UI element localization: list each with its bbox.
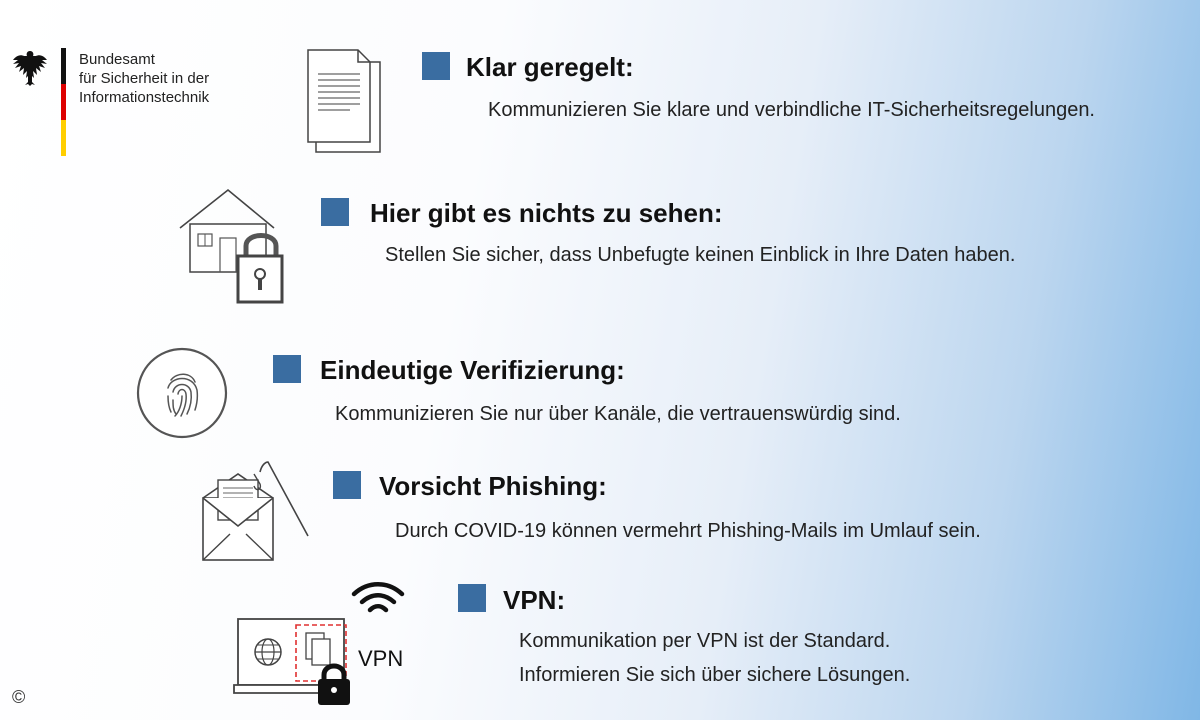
bullet-square [273, 355, 301, 383]
copyright-mark: © [12, 687, 26, 707]
text-klar-geregelt: Kommunizieren Sie klare und verbindliche… [488, 99, 1095, 121]
logo-line: Bundesamt [79, 51, 155, 68]
eagle-icon [13, 51, 47, 86]
phishing-mail-icon [202, 461, 309, 561]
logo-text: Bundesamt für Sicherheit in der Informat… [79, 50, 209, 107]
bullet-square [321, 198, 349, 226]
logo-line: Informationstechnik [79, 89, 210, 106]
text-nichts-zu-sehen: Stellen Sie sicher, dass Unbefugte keine… [385, 244, 1016, 266]
german-flag-bar [61, 48, 66, 156]
text-phishing: Durch COVID-19 können vermehrt Phishing-… [395, 520, 981, 542]
laptop-vpn-icon [233, 618, 350, 705]
vpn-label: VPN [358, 646, 404, 671]
text-verifizierung: Kommunizieren Sie nur über Kanäle, die v… [335, 403, 901, 425]
document-stack-icon [307, 49, 381, 153]
flag-black [61, 48, 66, 84]
text-vpn-line1: Kommunikation per VPN ist der Standard. [519, 630, 891, 652]
flag-red [61, 84, 66, 120]
heading-verifizierung: Eindeutige Verifizierung: [320, 355, 625, 385]
flag-gold [61, 120, 66, 156]
bullet-square [422, 52, 450, 80]
heading-phishing: Vorsicht Phishing: [379, 471, 607, 501]
house-lock-icon [179, 188, 284, 304]
heading-vpn: VPN: [503, 585, 566, 615]
heading-klar-geregelt: Klar geregelt: [466, 52, 634, 82]
fingerprint-icon [136, 347, 228, 439]
bullet-square [458, 584, 486, 612]
logo-line: für Sicherheit in der [79, 70, 210, 87]
text-vpn-line2: Informieren Sie sich über sichere Lösung… [519, 664, 911, 686]
bullet-square [333, 471, 361, 499]
wifi-icon [351, 582, 405, 613]
heading-nichts-zu-sehen: Hier gibt es nichts zu sehen: [370, 198, 723, 228]
